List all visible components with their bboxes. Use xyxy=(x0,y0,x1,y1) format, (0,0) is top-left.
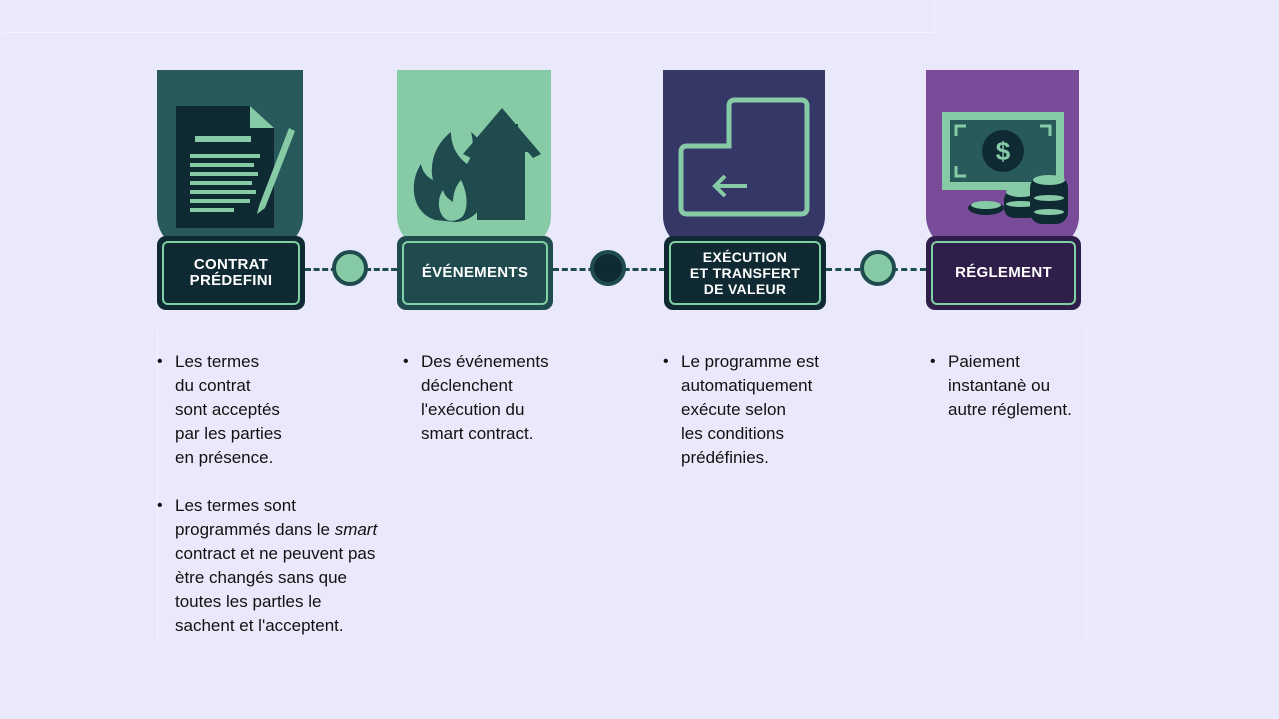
step-label: RÉGLEMENT xyxy=(931,241,1076,305)
bullets-contrat: Les termes du contrat sont acceptés par … xyxy=(157,350,397,662)
bullet-text: Les termes sont programmés dans le xyxy=(175,496,330,539)
connector-node-3 xyxy=(860,250,896,286)
connector-node-1 xyxy=(332,250,368,286)
column-guide xyxy=(1086,330,1087,640)
bullet-item: Le programme est automatiquement exécute… xyxy=(663,350,863,470)
bullet-item: Des événements déclenchent l'exécution d… xyxy=(403,350,603,446)
step-card: $ xyxy=(926,70,1079,250)
fire-house-icon xyxy=(413,108,541,222)
bullet-item: Les termes sont programmés dans le smart… xyxy=(157,494,397,638)
step-label-box: ÉVÉNEMENTS xyxy=(397,236,553,310)
bullets-evenements: Des événements déclenchent l'exécution d… xyxy=(403,350,603,470)
money-coins-icon: $ xyxy=(942,112,1068,224)
connector-node-2 xyxy=(590,250,626,286)
bullet-item: Les termes du contrat sont acceptés par … xyxy=(157,350,397,470)
step-label-box: RÉGLEMENT xyxy=(926,236,1081,310)
bullets-execution: Le programme est automatiquement exécute… xyxy=(663,350,863,494)
step-label-box: CONTRAT PRÉDEFINI xyxy=(157,236,305,310)
bullet-text: contract et ne peuvent pas ètre changés … xyxy=(175,544,376,635)
column-guide xyxy=(157,330,158,640)
step-label: CONTRAT PRÉDEFINI xyxy=(162,241,300,305)
bullet-text-italic: smart xyxy=(334,520,378,539)
return-key-icon xyxy=(678,97,810,217)
bullet-item: Paiement instantanè ou autre réglement. xyxy=(930,350,1100,422)
step-card xyxy=(663,70,825,250)
svg-text:$: $ xyxy=(996,136,1011,166)
step-card xyxy=(157,70,303,250)
top-frame-edge xyxy=(4,2,935,33)
contract-document-icon xyxy=(176,106,295,228)
step-label: EXÉCUTION ET TRANSFERT DE VALEUR xyxy=(669,241,821,305)
bullets-reglement: Paiement instantanè ou autre réglement. xyxy=(930,350,1100,446)
step-label: ÉVÉNEMENTS xyxy=(402,241,548,305)
step-card xyxy=(397,70,551,250)
step-label-box: EXÉCUTION ET TRANSFERT DE VALEUR xyxy=(664,236,826,310)
